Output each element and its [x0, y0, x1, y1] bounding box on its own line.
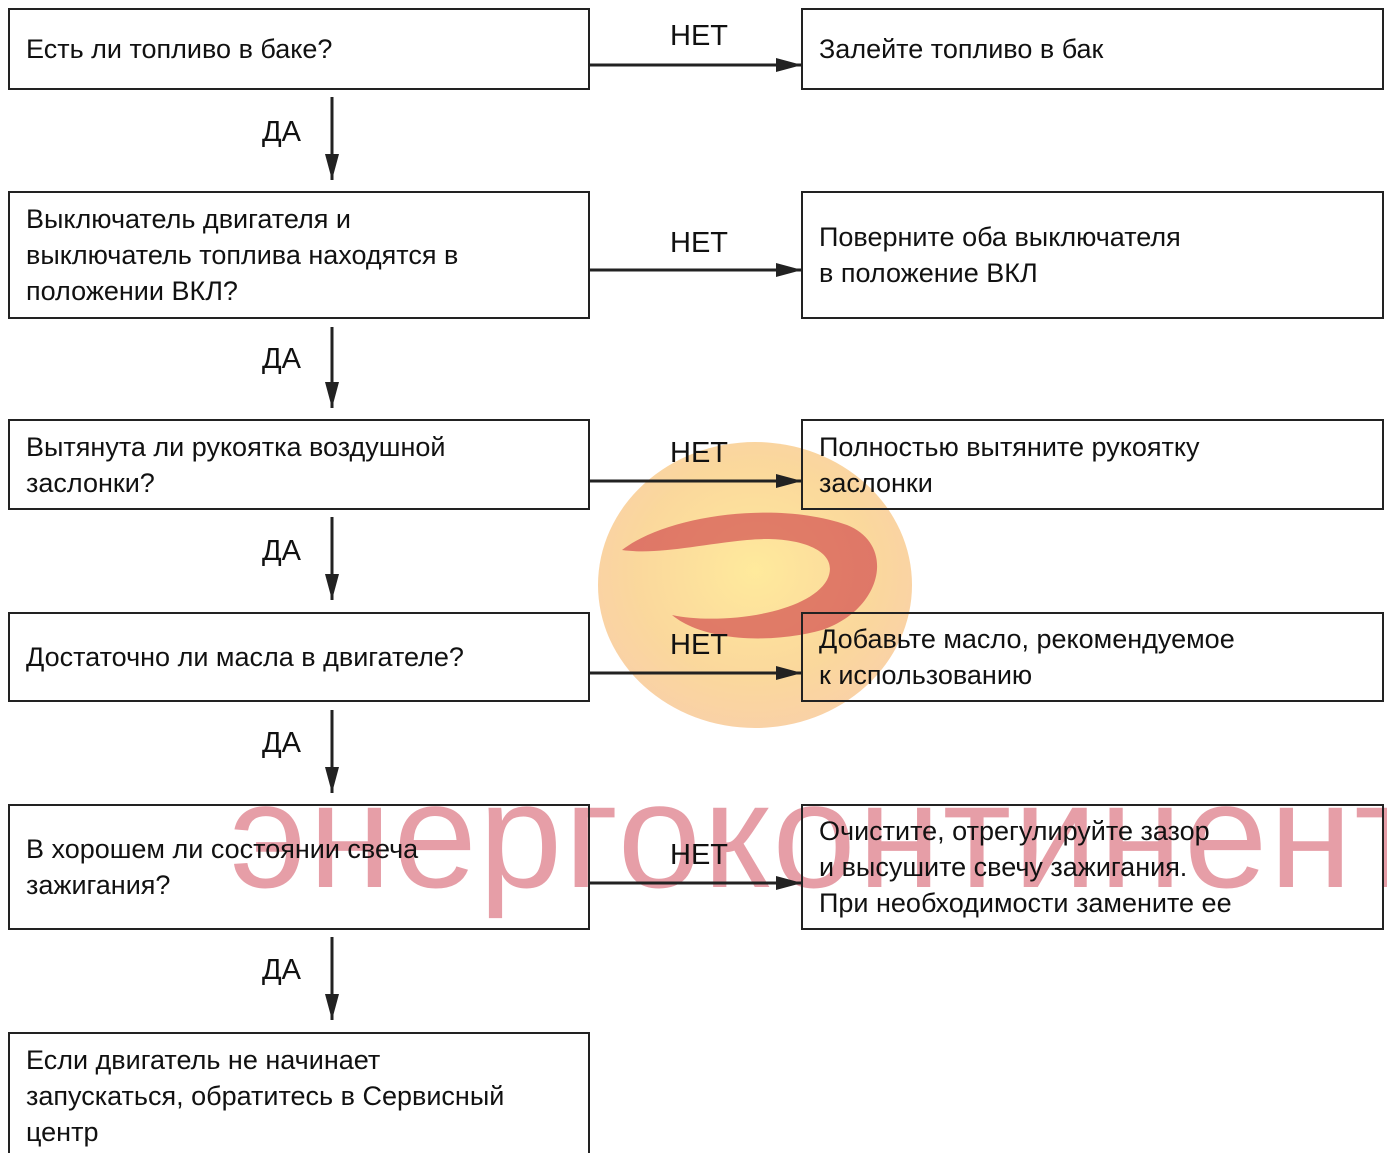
action-5-line-3: При необходимости замените ее [819, 888, 1232, 918]
final-line-2: запускаться, обратитесь в Сервисный [26, 1081, 505, 1111]
action-box-4: Добавьте масло, рекомендуемое к использо… [801, 612, 1384, 702]
question-3-line-2: заслонки? [26, 467, 155, 498]
action-2-line-2: в положение ВКЛ [819, 258, 1038, 288]
no-label-2: НЕТ [670, 227, 728, 259]
final-box: Если двигатель не начинает запускаться, … [8, 1032, 590, 1153]
no-label-1: НЕТ [670, 20, 728, 52]
action-4-line-2: к использованию [819, 660, 1033, 690]
yes-label-3: ДА [262, 535, 301, 567]
question-box-3: Вытянута ли рукоятка воздушной заслонки? [8, 419, 590, 510]
action-box-3: Полностью вытяните рукоятку заслонки [801, 419, 1384, 510]
question-4-line-1: Достаточно ли масла в двигателе? [26, 642, 464, 672]
action-1-line-1: Залейте топливо в бак [819, 34, 1104, 64]
question-box-4: Достаточно ли масла в двигателе? [8, 612, 590, 702]
question-5-line-2: зажигания? [26, 870, 171, 900]
no-label-3: НЕТ [670, 437, 728, 469]
watermark-text: энергоконтинент [230, 751, 1387, 919]
yes-label-2: ДА [262, 343, 301, 375]
question-2-line-2: выключатель топлива находятся в [26, 240, 459, 270]
action-box-1: Залейте топливо в бак [801, 8, 1384, 90]
action-box-5: Очистите, отрегулируйте зазор и высушите… [801, 804, 1384, 930]
no-label-5: НЕТ [670, 839, 728, 871]
action-2-line-1: Поверните оба выключателя [819, 222, 1181, 252]
action-box-2: Поверните оба выключателя в положение ВК… [801, 191, 1384, 319]
watermark-logo [598, 442, 912, 728]
action-3-line-2: заслонки [819, 467, 933, 498]
question-3-line-1: Вытянута ли рукоятка воздушной [26, 431, 446, 462]
no-label-4: НЕТ [670, 629, 728, 661]
yes-label-5: ДА [262, 954, 301, 986]
final-line-1: Если двигатель не начинает [26, 1045, 381, 1075]
action-5-line-1: Очистите, отрегулируйте зазор [819, 816, 1210, 846]
question-box-2: Выключатель двигателя и выключатель топл… [8, 191, 590, 319]
final-line-3: центр [26, 1117, 99, 1147]
question-box-1: Есть ли топливо в баке? [8, 8, 590, 90]
question-box-5: В хорошем ли состоянии свеча зажигания? [8, 804, 590, 930]
question-2-line-1: Выключатель двигателя и [26, 204, 351, 234]
action-4-line-1: Добавьте масло, рекомендуемое [819, 624, 1235, 654]
yes-label-4: ДА [262, 727, 301, 759]
yes-label-1: ДА [262, 116, 301, 148]
action-5-line-2: и высушите свечу зажигания. [819, 852, 1188, 882]
question-5-line-1: В хорошем ли состоянии свеча [26, 834, 419, 864]
question-2-line-3: положении ВКЛ? [26, 276, 238, 306]
question-1-line-1: Есть ли топливо в баке? [26, 34, 333, 64]
action-3-line-1: Полностью вытяните рукоятку [819, 431, 1200, 462]
